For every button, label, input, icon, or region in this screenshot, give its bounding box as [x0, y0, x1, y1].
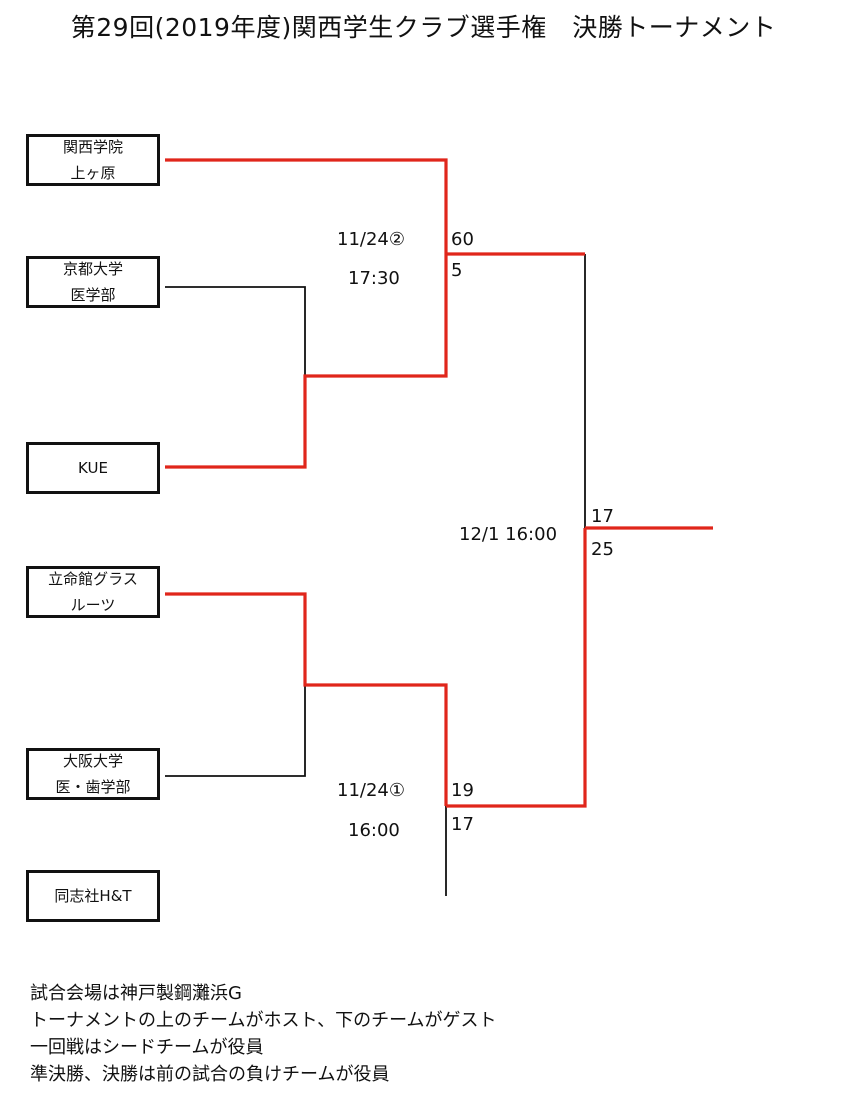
team-subname: 医・歯学部 [55, 778, 131, 796]
team-name: 立命館グラス [48, 570, 138, 588]
semi-bottom-score-upper: 19 [451, 780, 474, 801]
final-score-upper: 17 [591, 506, 614, 527]
team-box-ritsumeikan: 立命館グラス ルーツ [26, 566, 160, 618]
team-box-osaka: 大阪大学 医・歯学部 [26, 748, 160, 800]
line-kangaku-win [165, 158, 448, 254]
semi-bottom-time: 16:00 [348, 820, 400, 841]
note-line: トーナメントの上のチームがホスト、下のチームがゲスト [30, 1010, 497, 1031]
note-line: 一回戦はシードチームが役員 [30, 1037, 264, 1058]
semi-top-date: 11/24② [337, 229, 406, 250]
final-score-lower: 25 [591, 539, 614, 560]
team-name: 関西学院 [62, 138, 123, 156]
team-name: 京都大学 [62, 260, 123, 278]
loser-lines [165, 254, 586, 896]
team-box-kue: KUE [26, 442, 160, 494]
note-line: 試合会場は神戸製鋼灘浜G [30, 983, 242, 1004]
team-box-kangaku: 関西学院 上ヶ原 [26, 134, 160, 186]
page-title: 第29回(2019年度)関西学生クラブ選手権 決勝トーナメント [70, 13, 777, 42]
winner-lines [165, 158, 713, 808]
team-name: KUE [78, 459, 108, 477]
line-kue-win [165, 254, 448, 469]
team-name: 同志社H&T [54, 887, 132, 905]
final-datetime: 12/1 16:00 [459, 524, 558, 545]
team-name: 大阪大学 [62, 752, 123, 770]
semi-bottom-score-lower: 17 [451, 814, 474, 835]
semi-top-score-lower: 5 [451, 260, 463, 281]
semi-top-time: 17:30 [348, 268, 400, 289]
team-box-kyoto: 京都大学 医学部 [26, 256, 160, 308]
note-line: 準決勝、決勝は前の試合の負けチームが役員 [30, 1064, 390, 1085]
team-subname: 医学部 [70, 286, 116, 304]
line-kyoto-igakubu [165, 286, 306, 376]
semi-bottom-date: 11/24① [337, 780, 406, 801]
semi-top-score-upper: 60 [451, 229, 474, 250]
team-box-doshisha: 同志社H&T [26, 870, 160, 922]
line-osaka-loser [165, 685, 306, 777]
team-subname: ルーツ [70, 596, 116, 614]
line-semi-bottom-win [446, 528, 587, 808]
line-ritsumeikan-win [165, 592, 448, 806]
team-subname: 上ヶ原 [70, 164, 116, 182]
notes: 試合会場は神戸製鋼灘浜G トーナメントの上のチームがホスト、下のチームがゲスト … [30, 980, 497, 1088]
